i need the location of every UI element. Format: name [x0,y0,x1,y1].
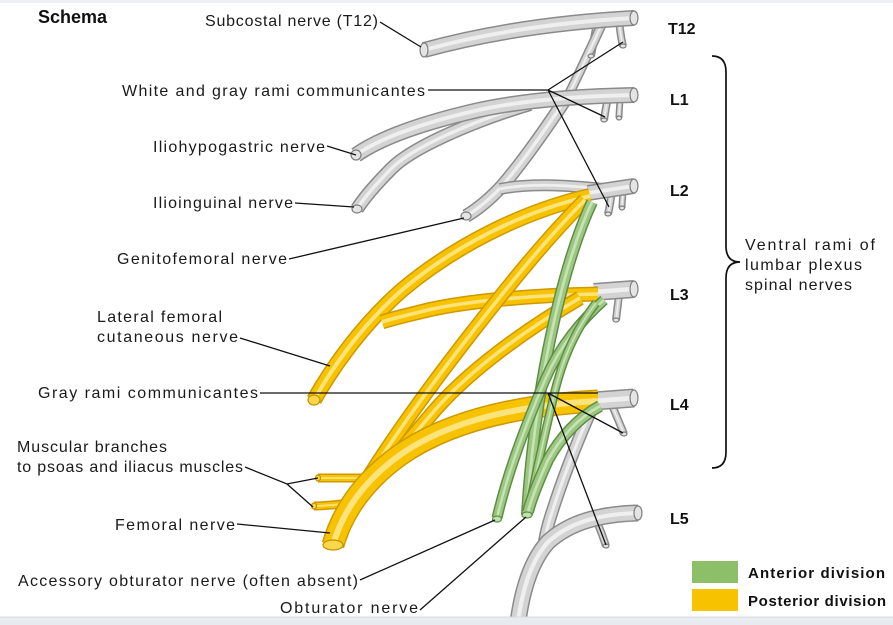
ilioinguinal-leader-line [295,203,354,207]
subcostal-nerve-label: Subcostal nerve (T12) [205,13,378,30]
iliohypogastric-leader-line [327,146,356,155]
l4-ventral-ramus-shine [594,398,634,401]
legend-swatch-posterior [692,589,738,611]
obturator-leader-line [420,517,526,610]
legend-label-anterior: Anterior division [748,565,885,582]
accessory-obturator-leader-line [360,520,495,580]
l4-ventral-ramus [594,398,634,401]
femoral-end-cap [323,540,343,550]
l1-ramus-a-end-cap [601,118,607,122]
ilioinguinal-end-cap [352,205,362,213]
subcostal-end-cap [420,43,428,57]
l5-root-end-cap [634,506,642,520]
legend: Anterior division Posterior division [692,561,886,611]
ilioinguinal-nerve-label: Ilioinguinal nerve [153,195,293,212]
obturator-end-cap [522,512,532,518]
l2-ventral-ramus [588,186,634,193]
l4-root-end-cap [630,390,638,406]
accessory-obturator-nerve-label: Accessory obturator nerve (often absent) [18,573,358,590]
l5-ventral-ramus [518,513,638,622]
nerve-layer [314,18,638,622]
genitofemoral-nerve-label: Genitofemoral nerve [117,251,287,268]
t12-ramus-b-end-cap [620,44,626,48]
t12-root-end-cap [630,11,638,25]
l1-ventral-ramus [356,95,634,155]
level-label-l3: L3 [670,287,689,304]
white-gray-rami-label: White and gray rami communicantes [122,83,425,100]
femoral-nerve-label: Femoral nerve [115,517,235,534]
legend-item-anterior: Anterior division [692,561,885,583]
top-edge-strip [0,0,893,3]
t12-ramus-a-end-cap [588,54,594,58]
legend-label-posterior: Posterior division [748,593,886,610]
level-label-l5: L5 [670,511,689,528]
level-label-l2: L2 [670,183,689,200]
lateral-femoral-cutaneous-label-line2: cutaneous nerve [97,329,238,346]
brace-label-line2: lumbar plexus [745,257,862,274]
genitofemoral-leader-line [289,218,464,259]
lateral-femoral-cutaneous-leader-line [240,338,330,366]
muscular-branches-label-line1: Muscular branches [17,439,167,456]
gray-rami-label: Gray rami communicantes [38,385,258,402]
l1-root-end-cap [630,88,638,102]
level-label-l4: L4 [670,397,689,414]
legend-swatch-anterior [692,561,738,583]
l3-ventral-ramus-shine [594,289,634,292]
l3-ventral-ramus [594,289,634,292]
ventral-rami-brace [712,56,740,468]
l2-root-end-cap [630,179,638,193]
legend-item-posterior: Posterior division [692,589,886,611]
level-label-t12: T12 [668,21,696,38]
l5-ventral-ramus-body [518,513,638,622]
level-label-l1: L1 [670,92,689,109]
iliohypogastric-nerve-label: Iliohypogastric nerve [153,139,325,156]
muscular-branches-label-line2: to psoas and iliacus muscles [17,459,243,476]
diagram-title: Schema [38,7,108,27]
femoral-leader-line [237,524,330,533]
obturator-nerve-label: Obturator nerve [280,600,418,617]
l2-ramus-a-end-cap [605,212,611,216]
lateral-femoral-cutaneous-label-line1: Lateral femoral [97,309,222,326]
l3-ramus-end-cap [613,318,619,322]
muscular-branches-leader-line [245,467,318,507]
l1-ramus-b-end-cap [617,116,622,120]
l2-ramus-b-end-cap [620,206,625,210]
bottom-edge-strip [0,617,893,625]
lateral-femoral-cutaneous-end-cap [308,395,320,405]
subcostal-leader-line [380,22,421,47]
l3-root-end-cap [630,281,638,297]
brace-label-line1: Ventral rami of [745,237,876,254]
brace-label-line3: spinal nerves [745,277,852,294]
femoral-nerve [333,401,598,545]
